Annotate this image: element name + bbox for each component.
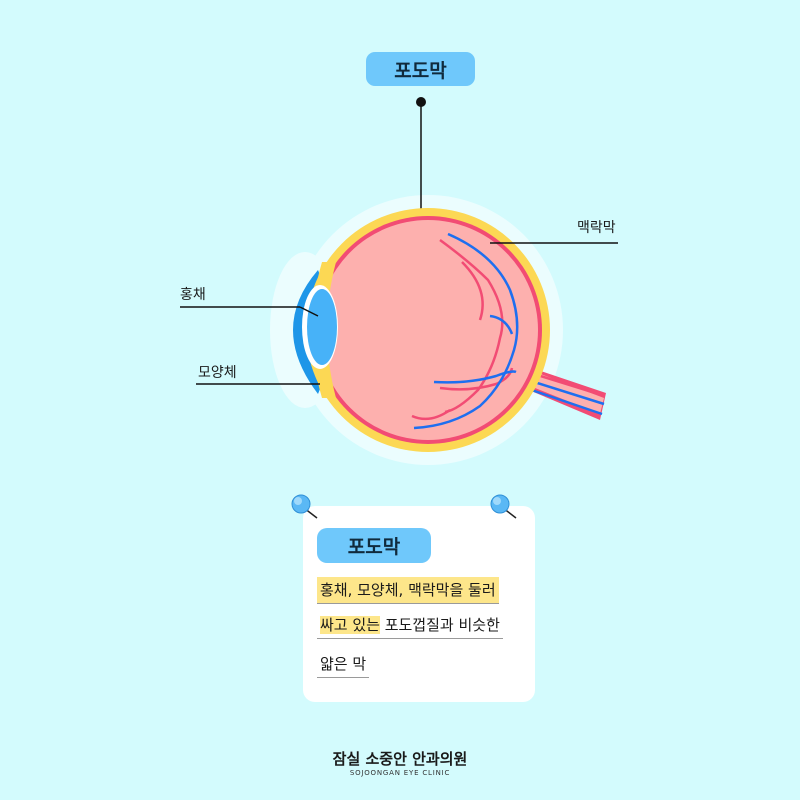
title-pill: 포도막 bbox=[366, 52, 475, 86]
ciliary-label: 모양체 bbox=[198, 365, 237, 381]
iris-leader-tip bbox=[299, 306, 319, 317]
vessel-blue-3 bbox=[489, 314, 514, 335]
vessel-red-4 bbox=[411, 408, 451, 421]
note-title-pill: 포도막 bbox=[317, 528, 431, 563]
vessel-red-3 bbox=[461, 261, 484, 321]
note-title: 포도막 bbox=[347, 536, 401, 558]
clinic-subtitle: SOJOONGAN EYE CLINIC bbox=[349, 769, 451, 777]
iris-label: 홍채 bbox=[180, 287, 206, 303]
note-line-2-rest: 포도껍질과 비슷한 bbox=[379, 616, 500, 634]
retina-interior bbox=[318, 220, 538, 440]
title-text: 포도막 bbox=[394, 59, 447, 82]
note-line-3: 얇은 막 bbox=[317, 651, 370, 678]
note-card: 포도막 홍채, 모양체, 맥락막을 둘러 싸고 있는 포도껍질과 비슷한 얇은 … bbox=[303, 506, 535, 702]
title-pointer-dot bbox=[416, 97, 426, 107]
cornea bbox=[293, 270, 322, 394]
note-line-2-highlight: 싸고 있는 bbox=[320, 616, 380, 634]
note-line-2: 싸고 있는 포도껍질과 비슷한 bbox=[317, 612, 503, 639]
eye-diagram bbox=[180, 97, 618, 465]
lens bbox=[307, 289, 337, 365]
note-line-1: 홍채, 모양체, 맥락막을 둘러 bbox=[317, 577, 499, 604]
choroid-label: 맥락막 bbox=[577, 220, 616, 236]
vessel-red-1 bbox=[439, 238, 504, 414]
vessel-blue-1 bbox=[413, 232, 519, 430]
clinic-name: 잠실 소중안 안과의원 bbox=[332, 750, 468, 768]
pushpin-left-icon bbox=[291, 494, 318, 519]
pushpin-right-icon bbox=[490, 494, 517, 519]
vessel-blue-2 bbox=[433, 370, 517, 384]
vessel-red-2 bbox=[439, 367, 514, 391]
